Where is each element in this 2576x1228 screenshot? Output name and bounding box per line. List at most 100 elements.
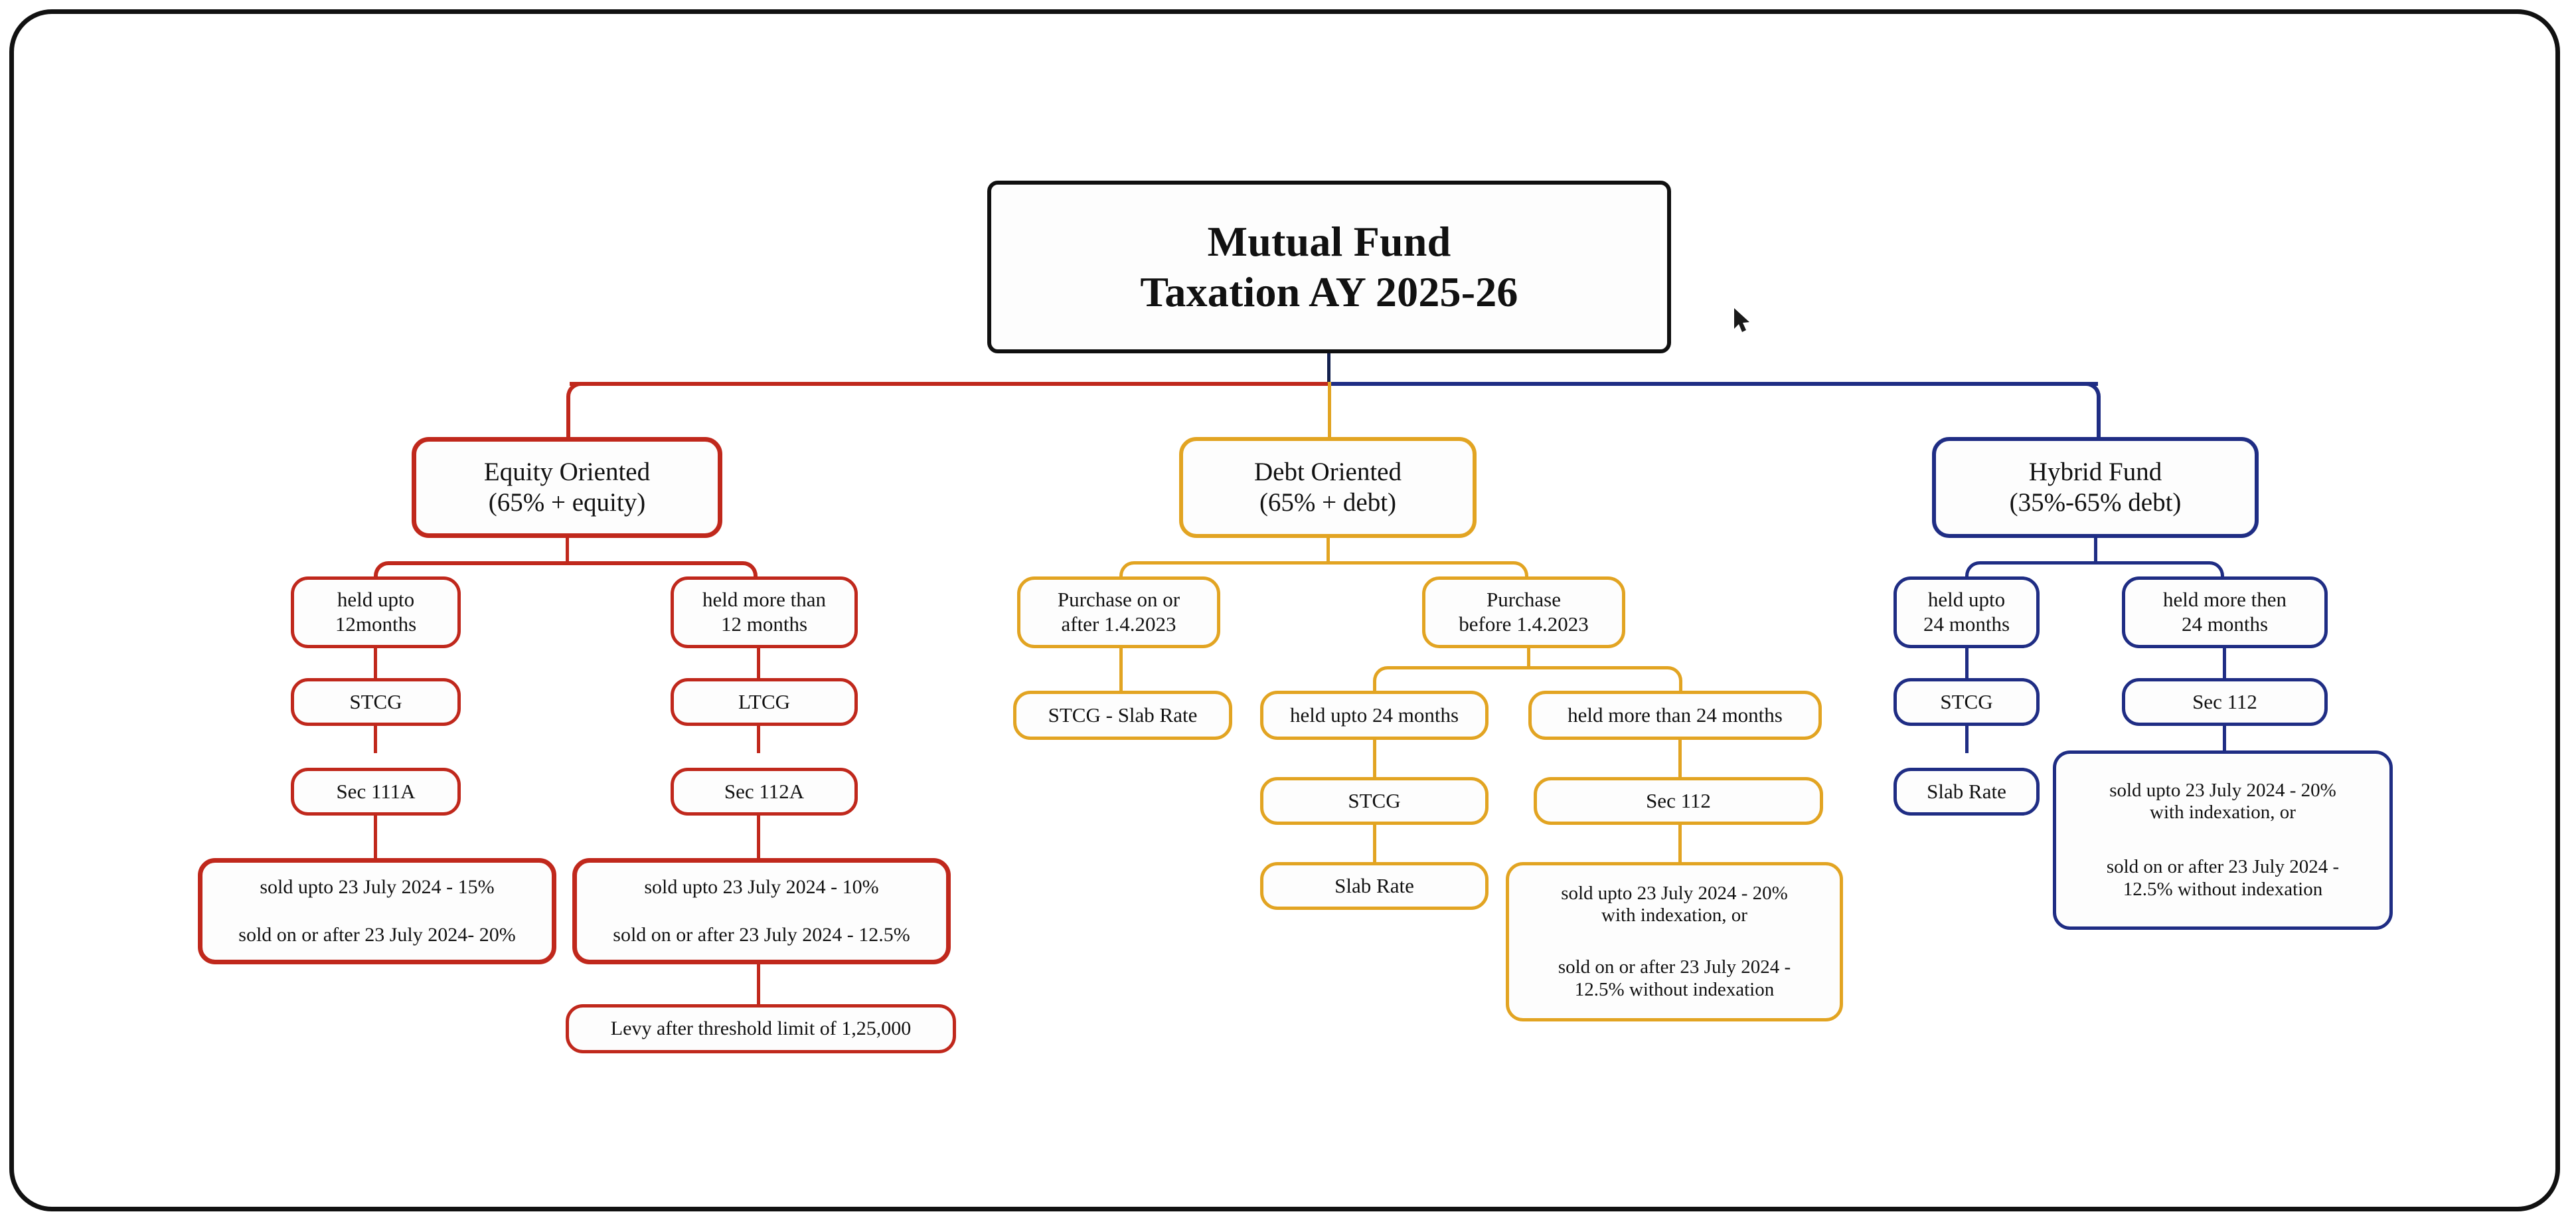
hybrid-held-short-line-2: 24 months	[1923, 612, 2010, 636]
node-equity-ltcg[interactable]: LTCG	[671, 678, 858, 726]
connector-root-bar-left-red	[570, 382, 1329, 386]
node-hybrid-fund-text: Hybrid Fund (35%-65% debt)	[1936, 457, 2255, 518]
connector-debt-before-bracket	[1373, 666, 1682, 694]
node-debt-purchase-before[interactable]: Purchase before 1.4.2023	[1422, 576, 1625, 648]
node-debt-oriented-text: Debt Oriented (65% + debt)	[1183, 457, 1473, 518]
connector-hybrid-left-1	[1965, 648, 1969, 679]
debt-head-line-1: Debt Oriented	[1253, 457, 1402, 486]
equity-ltcg-rate-line-1: sold upto 23 July 2024 - 10%	[644, 876, 879, 898]
root-node-text: Mutual Fund Taxation AY 2025-26	[991, 217, 1667, 317]
node-equity-sec-112a-text: Sec 112A	[724, 779, 805, 803]
node-debt-held-upto-24m-text: held upto 24 months	[1289, 703, 1459, 727]
node-debt-held-upto-24m[interactable]: held upto 24 months	[1260, 691, 1489, 740]
node-equity-stcg[interactable]: STCG	[291, 678, 461, 726]
equity-held-long-line-2: 12 months	[720, 612, 808, 636]
node-hybrid-sec-112[interactable]: Sec 112	[2122, 678, 2328, 726]
connector-debt-stcg-slab	[1373, 824, 1376, 864]
hybrid-rate-line-2: with indexation, or	[2150, 802, 2296, 824]
hybrid-head-line-1: Hybrid Fund	[2028, 457, 2162, 486]
node-equity-held-upto-12m-text: held upto 12months	[294, 588, 457, 636]
node-equity-held-more-12m-text: held more than 12 months	[674, 588, 854, 636]
node-debt-held-more-24m[interactable]: held more than 24 months	[1528, 691, 1822, 740]
node-debt-held-more-24m-text: held more than 24 months	[1568, 703, 1783, 727]
node-debt-sec112-rates-text: sold upto 23 July 2024 - 20% with indexa…	[1509, 883, 1840, 1002]
equity-head-line-2: (65% + equity)	[488, 488, 646, 517]
equity-held-short-line-1: held upto	[337, 588, 415, 612]
mouse-cursor-icon	[1734, 308, 1749, 332]
node-equity-sec-111a-text: Sec 111A	[336, 779, 416, 803]
hybrid-held-long-line-1: held more then	[2163, 588, 2287, 612]
node-hybrid-fund[interactable]: Hybrid Fund (35%-65% debt)	[1932, 437, 2259, 538]
debt-rate-line-1: sold upto 23 July 2024 - 20%	[1561, 882, 1788, 904]
node-equity-oriented[interactable]: Equity Oriented (65% + equity)	[412, 437, 722, 538]
node-equity-ltcg-rates[interactable]: sold upto 23 July 2024 - 10% sold on or …	[572, 858, 951, 964]
connector-debt-drop	[1328, 382, 1331, 438]
node-hybrid-slab-rate-text: Slab Rate	[1927, 779, 2006, 803]
node-equity-levy-threshold[interactable]: Levy after threshold limit of 1,25,000	[566, 1004, 956, 1053]
hybrid-held-long-line-2: 24 months	[2181, 612, 2269, 636]
node-debt-stcg-slab-rate-text: STCG - Slab Rate	[1048, 703, 1198, 727]
connector-equity-left-3	[374, 815, 377, 863]
debt-head-line-2: (65% + debt)	[1259, 488, 1397, 517]
connector-elbow-equity	[566, 382, 596, 408]
node-hybrid-held-upto-24m-text: held upto 24 months	[1897, 588, 2036, 636]
equity-held-short-line-2: 12months	[335, 612, 417, 636]
connector-elbow-hybrid	[2071, 382, 2101, 408]
node-debt-purchase-before-text: Purchase before 1.4.2023	[1425, 588, 1622, 636]
root-node-mutual-fund-taxation[interactable]: Mutual Fund Taxation AY 2025-26	[987, 181, 1671, 353]
node-debt-slab-rate-text: Slab Rate	[1334, 873, 1414, 897]
equity-held-long-line-1: held more than	[702, 588, 826, 612]
node-debt-oriented[interactable]: Debt Oriented (65% + debt)	[1179, 437, 1477, 538]
node-equity-sec-111a[interactable]: Sec 111A	[291, 768, 461, 816]
node-hybrid-sec112-rates[interactable]: sold upto 23 July 2024 - 20% with indexa…	[2053, 750, 2393, 930]
connector-hybrid-left-2	[1965, 725, 1969, 753]
debt-rate-line-4: 12.5% without indexation	[1574, 978, 1775, 1000]
node-equity-held-more-12m[interactable]: held more than 12 months	[671, 576, 858, 648]
node-hybrid-slab-rate[interactable]: Slab Rate	[1893, 768, 2040, 816]
node-equity-stcg-rates[interactable]: sold upto 23 July 2024 - 15% sold on or …	[198, 858, 556, 964]
node-debt-stcg[interactable]: STCG	[1260, 777, 1489, 825]
hybrid-held-short-line-1: held upto	[1927, 588, 2006, 612]
hybrid-rate-line-3: sold on or after 23 July 2024 -	[2106, 856, 2340, 877]
connector-root-stem	[1327, 352, 1330, 384]
node-debt-slab-rate[interactable]: Slab Rate	[1260, 862, 1489, 910]
debt-rate-line-2: with indexation, or	[1601, 905, 1747, 926]
node-debt-sec-112[interactable]: Sec 112	[1534, 777, 1823, 825]
debt-rate-line-3: sold on or after 23 July 2024 -	[1558, 956, 1791, 978]
node-hybrid-sec-112-text: Sec 112	[2192, 689, 2257, 713]
node-debt-sec112-rates[interactable]: sold upto 23 July 2024 - 20% with indexa…	[1506, 862, 1843, 1021]
hybrid-rate-line-4: 12.5% without indexation	[2123, 878, 2323, 900]
connector-debt-held24-stcg	[1373, 739, 1376, 779]
equity-stcg-rate-line-2: sold on or after 23 July 2024- 20%	[238, 924, 516, 946]
node-equity-stcg-text: STCG	[349, 689, 402, 713]
connector-debt-after-drop	[1119, 648, 1123, 694]
connector-debt-sec112-rates	[1678, 824, 1682, 864]
hybrid-head-line-2: (35%-65% debt)	[2009, 488, 2182, 517]
equity-stcg-rate-line-1: sold upto 23 July 2024 - 15%	[260, 876, 495, 898]
node-debt-sec-112-text: Sec 112	[1646, 788, 1711, 812]
node-equity-oriented-text: Equity Oriented (65% + equity)	[416, 457, 718, 518]
node-debt-purchase-after[interactable]: Purchase on or after 1.4.2023	[1017, 576, 1220, 648]
node-hybrid-held-more-24m-text: held more then 24 months	[2125, 588, 2324, 636]
node-equity-ltcg-rates-text: sold upto 23 July 2024 - 10% sold on or …	[577, 877, 946, 945]
connector-debt-head-stem	[1327, 538, 1330, 563]
connector-equity-left-2	[374, 725, 377, 753]
node-equity-levy-text: Levy after threshold limit of 1,25,000	[610, 1017, 912, 1040]
node-equity-held-upto-12m[interactable]: held upto 12months	[291, 576, 461, 648]
node-equity-stcg-rates-text: sold upto 23 July 2024 - 15% sold on or …	[202, 877, 552, 945]
node-debt-stcg-slab-rate[interactable]: STCG - Slab Rate	[1013, 691, 1232, 740]
node-hybrid-held-more-24m[interactable]: held more then 24 months	[2122, 576, 2328, 648]
connector-debt-held24more-sec112	[1678, 739, 1682, 779]
node-hybrid-stcg[interactable]: STCG	[1893, 678, 2040, 726]
node-equity-sec-112a[interactable]: Sec 112A	[671, 768, 858, 816]
equity-head-line-1: Equity Oriented	[483, 457, 651, 486]
connector-hybrid-right-2	[2223, 725, 2226, 753]
debt-purchase-after-line-1: Purchase on or	[1057, 588, 1180, 612]
connector-hybrid-drop	[2097, 406, 2101, 438]
debt-purchase-after-line-2: after 1.4.2023	[1061, 612, 1176, 636]
connector-equity-levy	[757, 963, 760, 1007]
node-debt-purchase-after-text: Purchase on or after 1.4.2023	[1020, 588, 1217, 636]
node-hybrid-held-upto-24m[interactable]: held upto 24 months	[1893, 576, 2040, 648]
connector-equity-right-3	[757, 815, 760, 863]
